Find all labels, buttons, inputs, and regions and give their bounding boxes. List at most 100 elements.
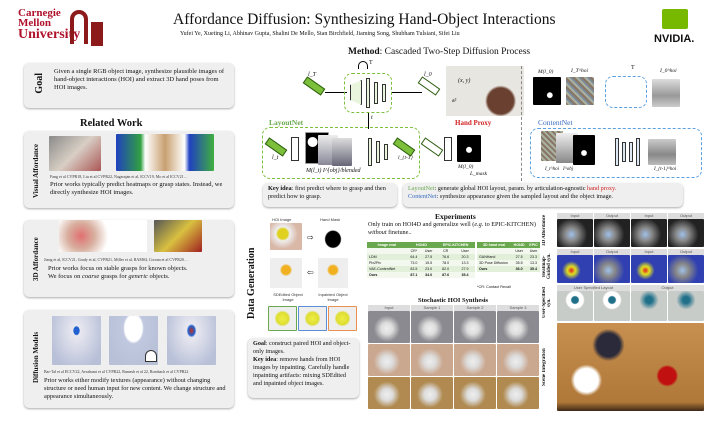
table-cell: 23.0 — [421, 266, 437, 272]
layer-block — [615, 138, 619, 166]
authors: Yufei Ye, Xueting Li, Abhinav Gupta, Sha… — [180, 31, 460, 37]
loop-icon — [358, 61, 368, 69]
table-header: EPIC — [526, 242, 540, 248]
table-cell: 27.9 — [455, 266, 475, 272]
logo-text: Carnegie — [18, 7, 61, 19]
table-cell: 15.5 — [421, 260, 437, 266]
stochastic-title: Stochastic HOI Synthesis — [418, 297, 489, 304]
table-cell: GANHand — [477, 254, 512, 260]
method-title: Method: Cascaded Two-Step Diffusion Proc… — [348, 47, 530, 57]
stochastic-sample-image — [497, 344, 539, 376]
nvidia-logo: NVIDIA. — [654, 33, 695, 45]
hand-proxy-label: Hand Proxy — [455, 119, 492, 127]
robotics-institute-logo — [70, 10, 88, 44]
results-col-header: Input — [631, 249, 667, 255]
stochastic-sample-image — [454, 311, 496, 343]
table-cell: 36.0 — [511, 266, 527, 272]
3d-affordance-label: 3D Affordance — [32, 237, 40, 281]
hand-mask-label: Hand Mask — [320, 217, 341, 222]
table-cell: Pix2Pix — [367, 260, 407, 266]
drawer-heatmap-image — [116, 134, 214, 171]
hand-proxy-image — [446, 66, 524, 116]
logo-text: Mellon — [18, 17, 51, 29]
layoutnet-description: LayoutNet: generate global HOI layout, p… — [408, 185, 678, 193]
mask-input-image — [533, 77, 561, 105]
label-lt-1: l_{t-1} — [398, 155, 413, 161]
bottle-result-image — [167, 316, 216, 365]
mix-image-3 — [328, 306, 357, 331]
t: : construct paired HOI and object-only i… — [253, 340, 351, 355]
contentnet-box — [530, 128, 702, 178]
diffusion-citation: Bar-Tal et al ECCV22, Avrahami et al CVP… — [44, 369, 189, 374]
layer-block — [384, 144, 388, 160]
hoi-image-label: HOI Image — [272, 217, 292, 222]
related-work-title: Related Work — [80, 118, 143, 129]
t: Only train on HOI4D and generalize well … — [368, 221, 475, 228]
divider — [521, 66, 522, 181]
datagen-key-idea: Key idea: remove hands from HOI images b… — [253, 356, 354, 388]
t: grasps for — [99, 273, 129, 280]
table-subheader — [477, 248, 512, 254]
ihoi-t-label: I_t^hoi — [545, 167, 560, 172]
grasp-photo-image — [154, 220, 202, 252]
mix-image-1 — [268, 306, 297, 331]
visual-affordance-citation: Fang et al CVPR18, Liu et al CVPR22, Nag… — [50, 174, 188, 179]
stochastic-sample-image — [411, 311, 453, 343]
blended-image — [332, 138, 352, 166]
results-image — [594, 219, 630, 247]
results-col-header: User Specified Layout — [557, 285, 630, 291]
sdedited-label: SDEdited Object Image — [273, 292, 303, 302]
results-image — [557, 255, 593, 283]
results-col-header: Input — [557, 213, 593, 219]
table-cell: 35.5 — [511, 260, 527, 266]
t: We focus on — [48, 273, 82, 280]
table-cell: 27.5 — [511, 254, 527, 260]
ihoi-t-1-label: I_{t-1}^hoi — [654, 167, 677, 172]
iobj-image — [556, 133, 578, 163]
t: : remove hands from HOI images by inpain… — [253, 355, 350, 387]
stochastic-sample-image — [454, 377, 496, 409]
experiments-title: Experiments — [435, 212, 476, 221]
results-row-label: Heatmap-Guided syn. — [542, 253, 552, 279]
inpainted-image — [318, 258, 348, 288]
hoi-image — [270, 223, 302, 250]
key-idea-box: Key idea: first predict where to grasp a… — [263, 183, 397, 207]
t: ContentNet — [408, 193, 437, 200]
layer-block — [629, 142, 633, 162]
table-cell: 13.3 — [455, 260, 475, 266]
layer-block — [636, 138, 640, 166]
mask-image-2 — [573, 135, 595, 165]
latent-l0-hat — [420, 137, 444, 157]
stochastic-col-header: Sample 2 — [454, 305, 496, 311]
table-cell: 87.6 — [436, 272, 456, 278]
goal-label: Goal — [34, 73, 45, 94]
layer-block — [382, 84, 386, 102]
stochastic-sample-image — [411, 344, 453, 376]
layer-block — [376, 141, 380, 163]
arrow — [392, 92, 422, 93]
3d-affordance-citation: Jiang et al, ICCV21, Grady et al, CVPR21… — [44, 257, 188, 262]
table-cell: 23.3 — [526, 254, 540, 260]
layer-block — [368, 138, 372, 166]
ihoi-t-1-image — [648, 139, 676, 165]
stochastic-sample-image — [368, 344, 410, 376]
user-icon — [145, 350, 157, 362]
stochastic-sample-image — [454, 344, 496, 376]
table-cell: LDM — [367, 254, 407, 260]
key-idea-text: : first predict where to grasp and then … — [268, 185, 386, 200]
goal-box: Goal Given a single RGB object image, sy… — [24, 63, 234, 108]
contentnet-description: ContentNet: synthesize appearance given … — [408, 193, 678, 201]
layer-block — [366, 78, 370, 108]
label-T: T — [369, 60, 373, 66]
table-header: 3D hand eval — [477, 242, 512, 248]
table-cell: 20.3 — [455, 254, 475, 260]
ihoi-0-label: I_0^hoi — [660, 68, 677, 74]
stochastic-sample-image — [497, 311, 539, 343]
results-col-header: Output — [631, 285, 704, 291]
